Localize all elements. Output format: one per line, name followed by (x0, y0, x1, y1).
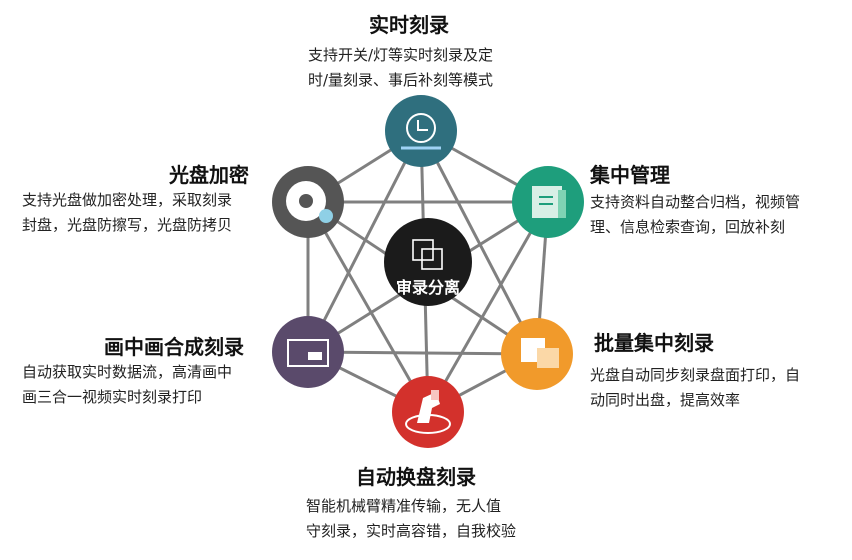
desc-line: 支持光盘做加密处理，采取刻录 (22, 191, 233, 209)
desc-batch: 光盘自动同步刻录盘面打印，自 动同时出盘，提高效率 (590, 363, 848, 413)
desc-line: 智能机械臂精准传输，无人值 (306, 497, 502, 515)
overlapping-squares-icon (412, 239, 443, 270)
desc-line: 自动获取实时数据流，高清画中 (22, 363, 233, 381)
desc-line: 光盘自动同步刻录盘面打印，自 (590, 366, 801, 384)
title-pip: 画中画合成刻录 (104, 335, 244, 359)
desc-line: 支持资料自动整合归档，视频管 (590, 193, 801, 211)
desc-pip: 自动获取实时数据流，高清画中 画三合一视频实时刻录打印 (22, 360, 270, 410)
node-batch (501, 318, 573, 390)
desc-autochange: 智能机械臂精准传输，无人值 守刻录，实时高容错，自我校验 (306, 494, 562, 544)
desc-line: 理、信息检索查询，回放补刻 (590, 218, 786, 236)
title-autochange: 自动换盘刻录 (356, 465, 476, 489)
title-encrypt: 光盘加密 (169, 163, 249, 187)
connection-line (306, 130, 423, 353)
desc-line: 画三合一视频实时刻录打印 (22, 388, 203, 406)
desc-line: 支持开关/灯等实时刻录及定 (308, 46, 494, 64)
center-hub: 审录分离 (384, 218, 472, 306)
desc-encrypt: 支持光盘做加密处理，采取刻录 封盘，光盘防擦写，光盘防拷贝 (22, 188, 274, 238)
desc-realtime: 支持开关/灯等实时刻录及定 时/量刻录、事后补刻等模式 (308, 43, 548, 93)
document-icon (532, 186, 566, 218)
desc-line: 守刻录，实时高容错，自我校验 (306, 522, 517, 540)
desc-line: 时/量刻录、事后补刻等模式 (308, 71, 494, 89)
disc-lock-icon (286, 181, 333, 223)
desc-line: 封盘，光盘防擦写，光盘防拷贝 (22, 216, 233, 234)
title-realtime: 实时刻录 (369, 13, 449, 37)
desc-central: 支持资料自动整合归档，视频管 理、信息检索查询，回放补刻 (590, 190, 848, 240)
node-pip (272, 316, 344, 388)
node-realtime (385, 95, 457, 167)
clock-icon (401, 113, 441, 150)
connection-line (426, 201, 550, 413)
node-central (512, 166, 584, 238)
title-central: 集中管理 (590, 163, 670, 187)
connection-line (307, 350, 538, 356)
center-circle (384, 218, 472, 306)
connection-line (419, 130, 539, 355)
desc-line: 动同时出盘，提高效率 (590, 391, 741, 409)
stacked-discs-icon (521, 338, 559, 368)
connection-line (306, 201, 430, 413)
robot-arm-icon (405, 390, 451, 434)
picture-in-picture-icon (287, 339, 329, 367)
node-encrypt (272, 166, 344, 238)
center-label: 审录分离 (396, 278, 460, 297)
title-batch: 批量集中刻录 (594, 331, 714, 355)
node-autochange (392, 376, 464, 448)
